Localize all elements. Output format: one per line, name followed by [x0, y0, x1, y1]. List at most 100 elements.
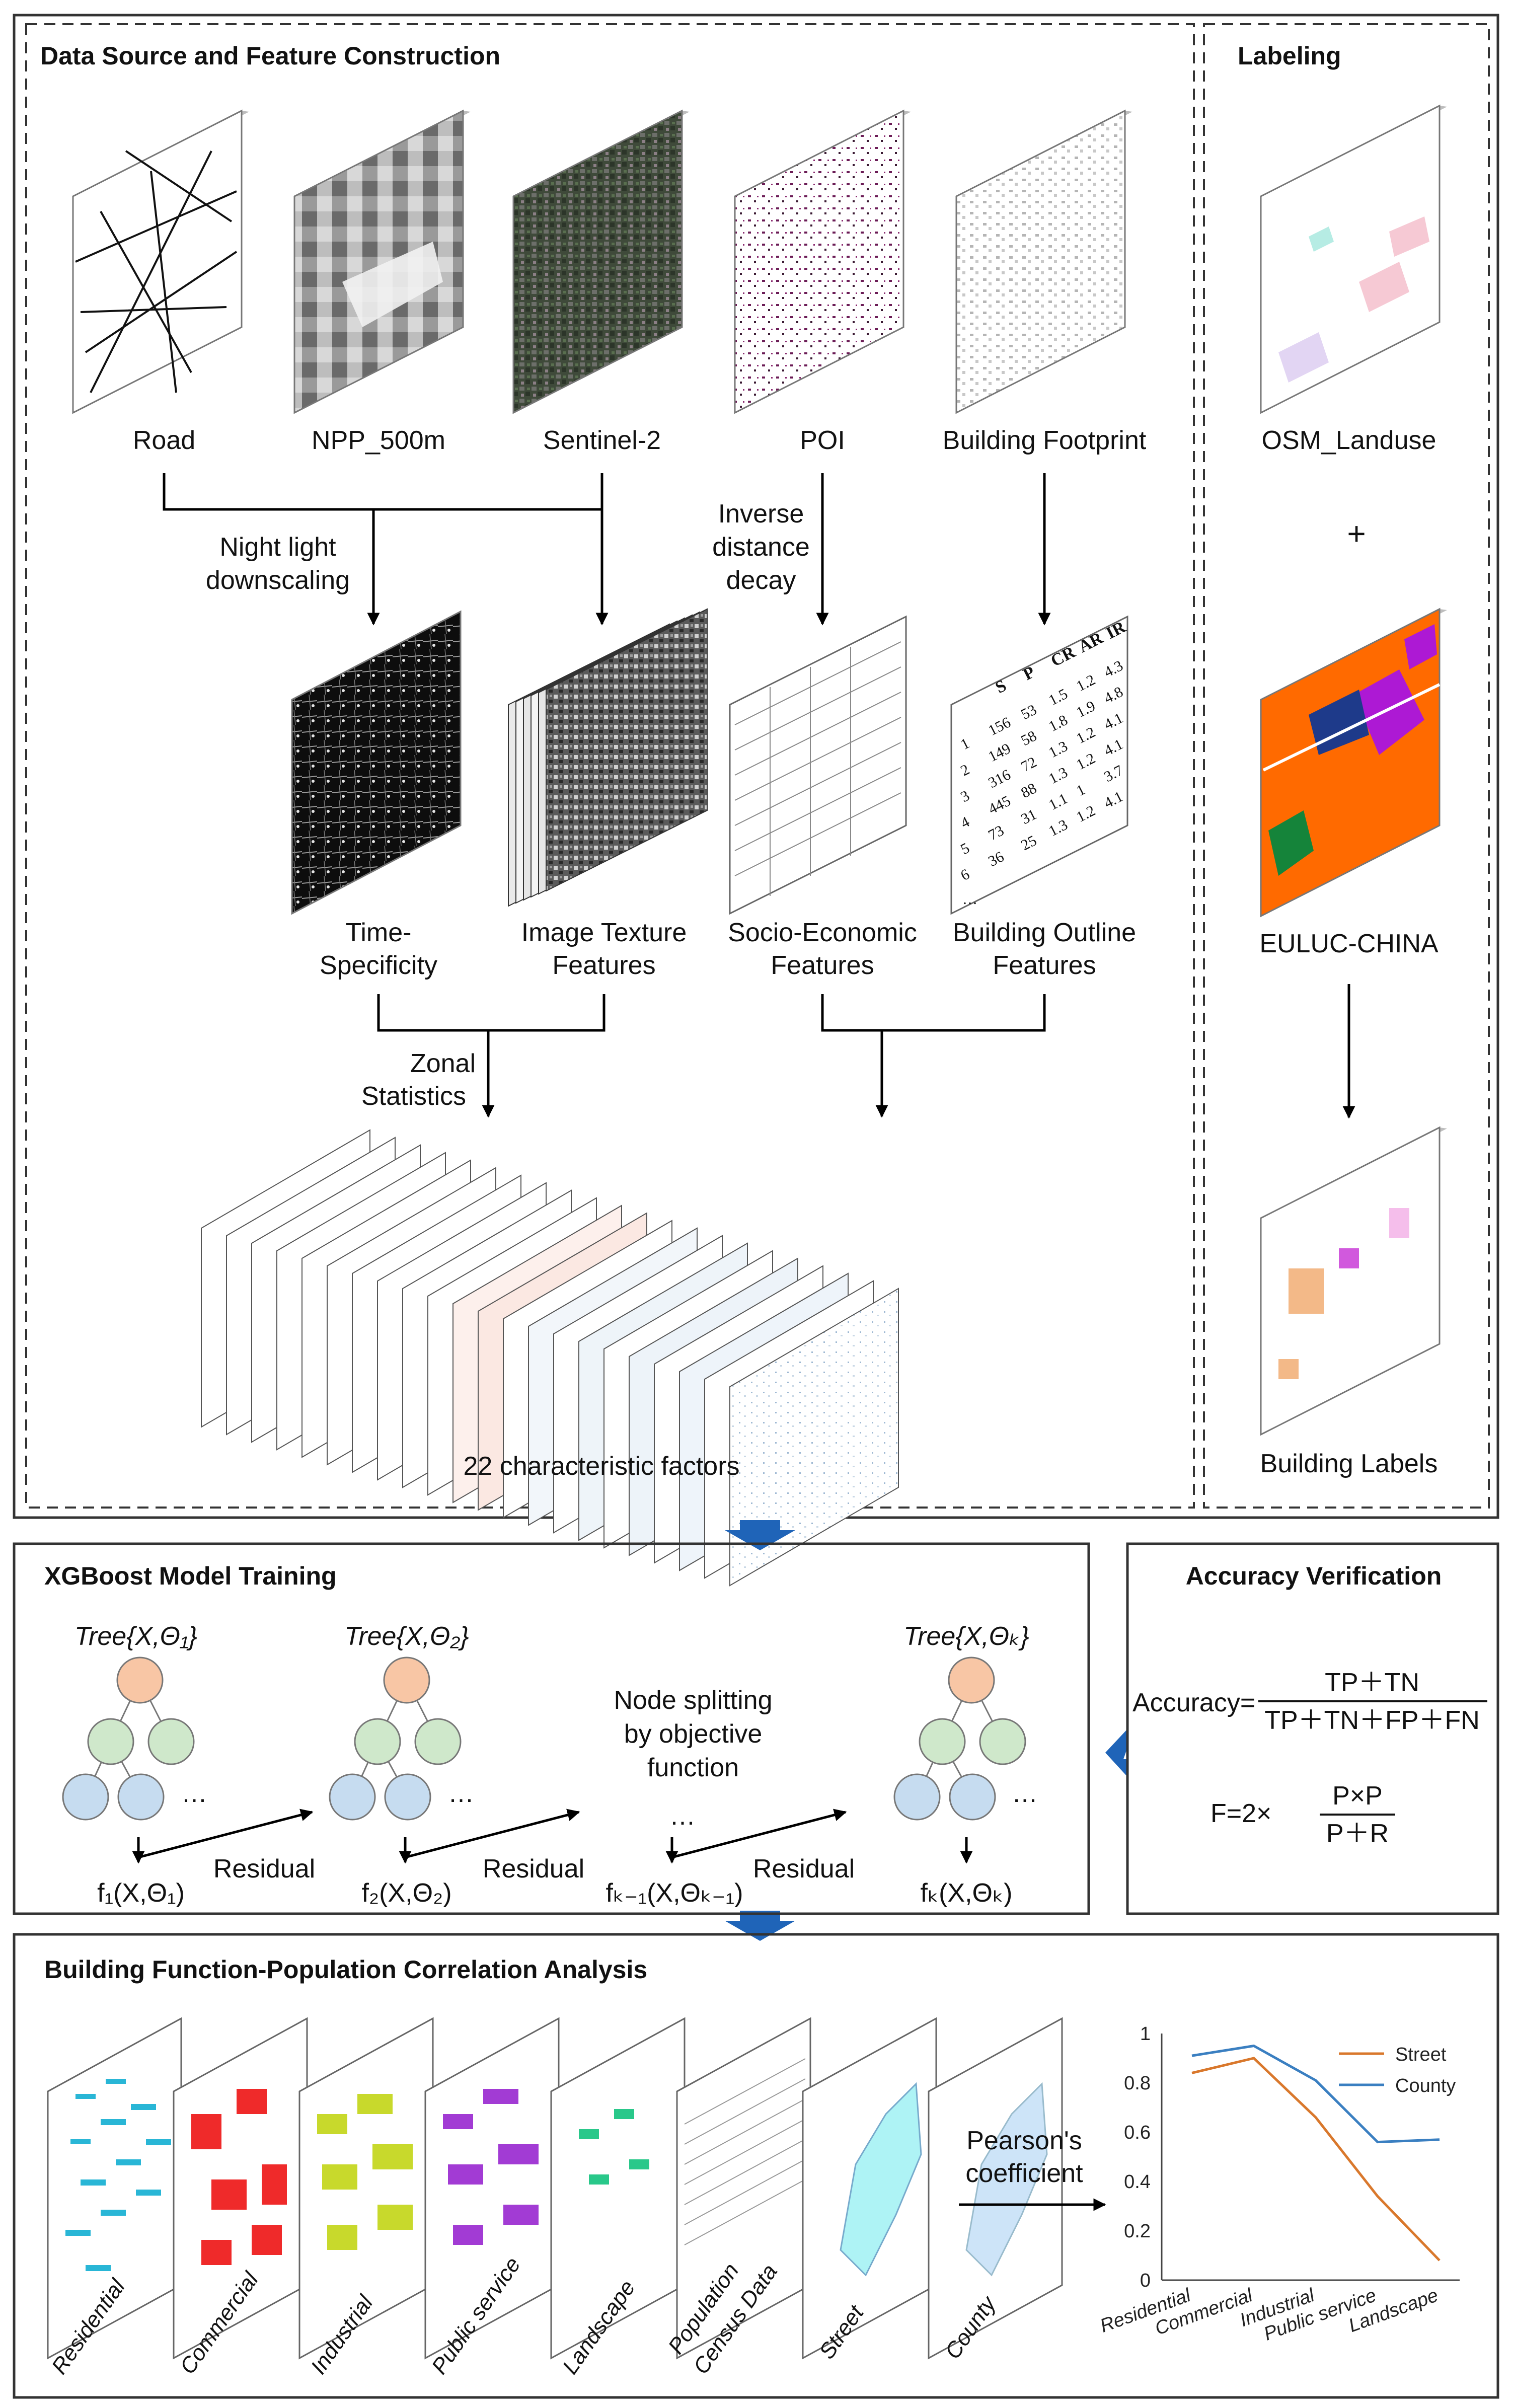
flow-arrow-accuracy: [1105, 1729, 1127, 1777]
residual-label-1: Residual: [213, 1854, 315, 1884]
flow-arrow-2: [725, 1911, 795, 1941]
socio-economic-tile: [729, 615, 907, 915]
texture-stack-tile: [508, 608, 708, 907]
pearson-label-1: Pearson's: [966, 2126, 1082, 2155]
series-line-county: [1191, 2044, 1440, 2144]
plus-sign: +: [1347, 515, 1366, 552]
road-label: Road: [133, 426, 195, 455]
correlation-panel: [13, 1933, 1499, 2399]
time-label-1: Time-: [346, 918, 412, 947]
outline-label-2: Features: [993, 951, 1096, 980]
time-label-2: Specificity: [320, 951, 437, 980]
node-split-label-1: Node splitting: [614, 1686, 772, 1715]
legend-label-county: County: [1395, 2075, 1456, 2096]
tree-mid-node: [147, 1718, 195, 1765]
y-tick-label: 1: [1140, 2023, 1151, 2045]
xgboost-arrows: [132, 1809, 973, 1864]
accuracy-numerator: TP＋TN: [1325, 1668, 1419, 1697]
time-specificity-tile: [291, 610, 462, 915]
accuracy-lhs: Accuracy=: [1132, 1688, 1255, 1717]
sentinel-label: Sentinel-2: [543, 426, 661, 455]
tree-k-label: Tree{X,Θₖ}: [903, 1622, 1029, 1651]
f-denominator: P＋R: [1326, 1819, 1389, 1848]
tree-2: [329, 1657, 462, 1821]
tree-k: [893, 1657, 1026, 1821]
tree-leaf-node: [329, 1773, 376, 1821]
socio-label-1: Socio-Economic: [728, 918, 917, 947]
data-source-title: Data Source and Feature Construction: [40, 42, 500, 70]
tree-mid-node: [414, 1718, 462, 1765]
input-connectors: [163, 473, 1051, 626]
zonal-label-2: Statistics: [361, 1082, 466, 1111]
factors-caption: 22 characteristic factors: [463, 1452, 739, 1481]
texture-label-2: Features: [552, 951, 655, 980]
correlation-title: Building Function-Population Correlation…: [44, 1955, 647, 1984]
pearson-label-2: coefficient: [965, 2159, 1083, 2188]
series-line-street: [1191, 2057, 1441, 2262]
inverse-label-3: decay: [726, 566, 796, 595]
tree-1-ellipsis: …: [181, 1779, 207, 1808]
residual-label-2: Residual: [483, 1854, 584, 1884]
xgboost-title: XGBoost Model Training: [44, 1562, 337, 1590]
correlation-chart: 00.20.40.60.81 ResidentialCommercialIndu…: [1097, 2023, 1460, 2345]
y-tick-label: 0.4: [1124, 2171, 1151, 2193]
labeling-panel: [1203, 23, 1490, 1509]
euluc-tile: [1260, 608, 1447, 918]
tree-mid-node: [979, 1718, 1026, 1765]
zonal-label-1: Zonal: [410, 1049, 476, 1078]
f-lhs: F=2×: [1211, 1799, 1271, 1828]
tree-1: [62, 1657, 195, 1821]
tree-mid-node: [87, 1718, 134, 1765]
accuracy-denominator: TP＋TN＋FP＋FN: [1264, 1706, 1480, 1735]
y-tick-label: 0.8: [1124, 2073, 1151, 2094]
y-tick-label: 0.6: [1124, 2122, 1151, 2143]
road-map-tile: [72, 109, 249, 414]
residual-label-3: Residual: [753, 1854, 855, 1884]
building-labels-tile: [1260, 1126, 1447, 1436]
building-outline-table: S P CR AR IR 1 156 53 1.5 1.2 4.3 2 149 …: [950, 615, 1129, 915]
f-numerator: P×P: [1332, 1781, 1383, 1811]
tree-2-ellipsis: …: [448, 1779, 474, 1808]
sentinel-map-tile: [512, 109, 690, 414]
tree-mid-node: [919, 1718, 966, 1765]
osm-label: OSM_Landuse: [1262, 426, 1436, 455]
poi-map-tile: [734, 109, 911, 414]
tree-leaf-node: [893, 1773, 941, 1821]
tree-root-node: [948, 1657, 995, 1704]
tree-mid-node: [354, 1718, 401, 1765]
poi-label: POI: [800, 426, 845, 455]
f1-output: f₁(X,Θ₁): [97, 1878, 185, 1908]
inverse-label-2: distance: [712, 533, 810, 562]
node-split-label-3: function: [647, 1753, 739, 1782]
mid-ellipsis: …: [669, 1801, 696, 1831]
node-split-label-2: by objective: [624, 1719, 763, 1749]
tree-2-label: Tree{X,Θ₂}: [344, 1622, 469, 1651]
labeling-title: Labeling: [1238, 42, 1341, 70]
socio-label-2: Features: [771, 951, 874, 980]
fk1-output: fₖ₋₁(X,Θₖ₋₁): [606, 1878, 743, 1908]
tree-k-ellipsis: …: [1012, 1779, 1038, 1808]
fk-output: fₖ(X,Θₖ): [921, 1878, 1013, 1908]
accuracy-title: Accuracy Verification: [1186, 1562, 1442, 1590]
function-maps: [47, 2017, 1063, 2360]
accuracy-panel: [1126, 1542, 1499, 1915]
table-more: …: [962, 891, 977, 908]
tree-1-label: Tree{X,Θ₁}: [74, 1622, 197, 1651]
building-footprint-label: Building Footprint: [943, 426, 1147, 455]
legend-label-street: Street: [1395, 2044, 1447, 2065]
flow-arrow-1: [725, 1520, 795, 1550]
npp-map-tile: [293, 109, 471, 414]
night-light-label-1: Night light: [219, 533, 336, 562]
night-light-label-2: downscaling: [206, 566, 350, 595]
tree-leaf-node: [384, 1773, 431, 1821]
y-tick-label: 0: [1140, 2270, 1151, 2291]
tree-leaf-node: [117, 1773, 165, 1821]
xgboost-panel: [13, 1542, 1090, 1915]
euluc-label: EULUC-CHINA: [1259, 929, 1439, 958]
inverse-label-1: Inverse: [718, 499, 804, 529]
y-tick-label: 0.2: [1124, 2221, 1151, 2242]
feature-connectors: [377, 994, 1046, 1118]
tree-root-node: [383, 1657, 430, 1704]
tree-leaf-node: [62, 1773, 109, 1821]
